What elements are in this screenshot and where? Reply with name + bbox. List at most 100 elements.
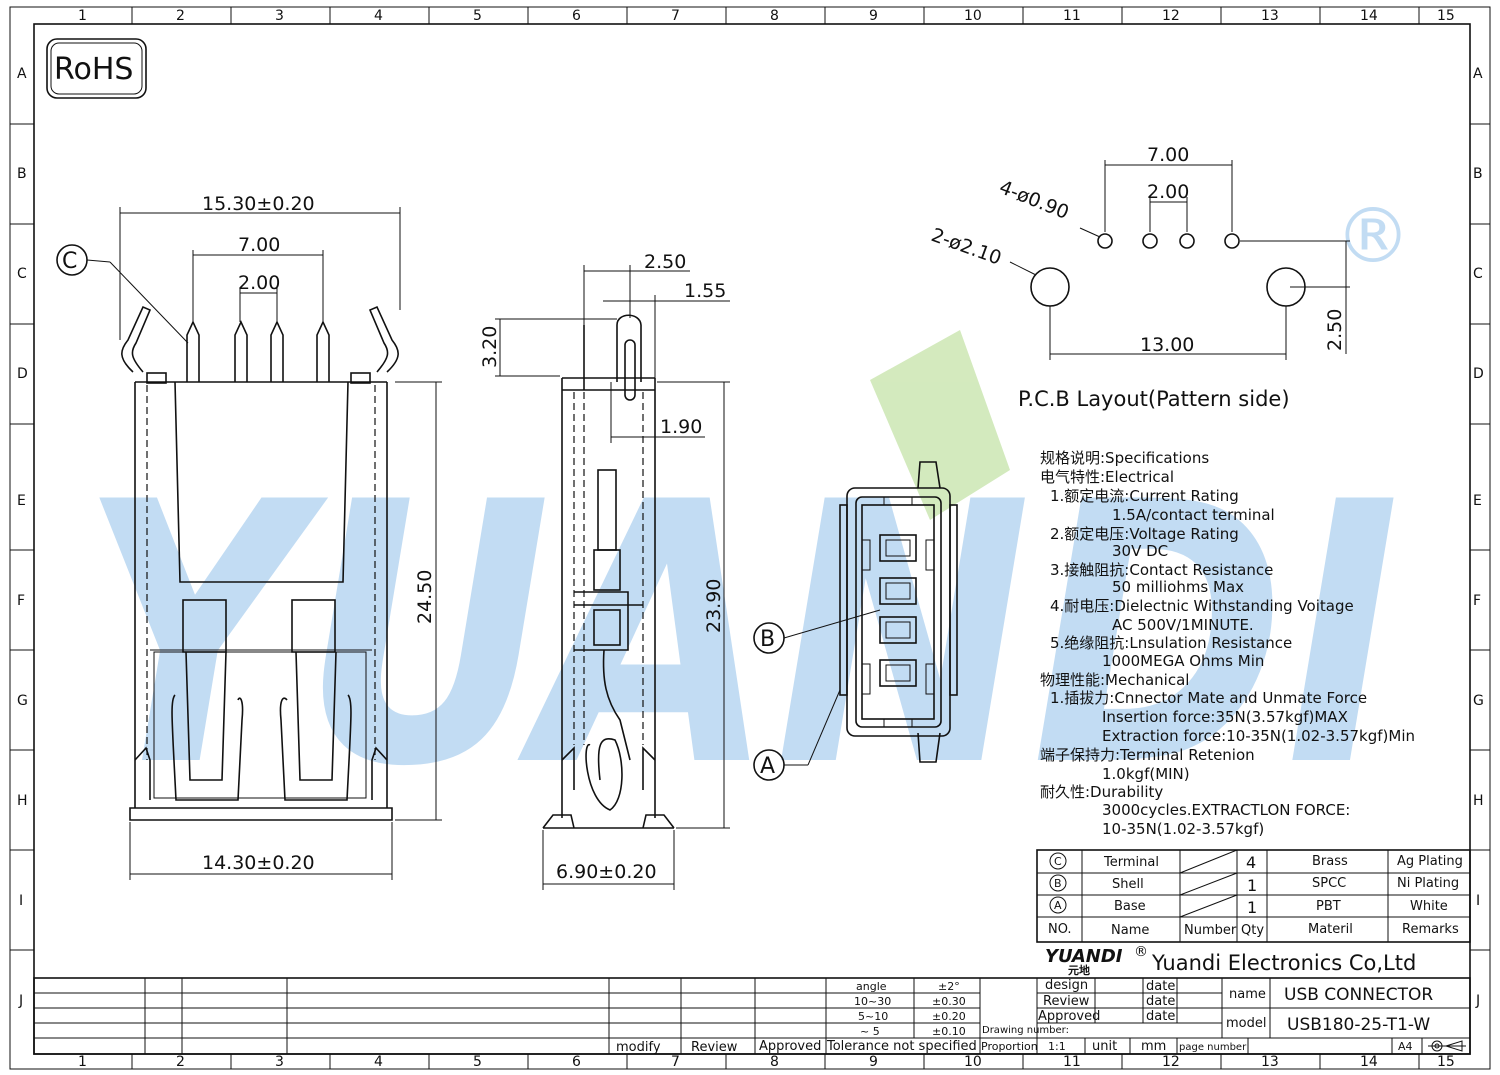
- side-view: 2.50 1.55 3.20 1.90: [479, 251, 730, 890]
- col-label: 7: [671, 1054, 680, 1070]
- row-label: D: [1473, 366, 1484, 382]
- bom-row-a: A Base 1 PBT White: [1049, 896, 1448, 917]
- spec-line: 5.绝缘阻抗:Lnsulation Resistance: [1050, 634, 1292, 652]
- bom-row-b: B Shell 1 SPCC Ni Plating: [1049, 874, 1459, 895]
- spec-line: 1.额定电流:Current Rating: [1050, 487, 1239, 505]
- spec-line: 物理性能:Mechanical: [1040, 671, 1189, 689]
- bom-header-qty: Qty: [1241, 923, 1264, 938]
- date-label: date: [1146, 979, 1175, 994]
- bom-qty: 4: [1246, 853, 1256, 872]
- bom-qty: 1: [1247, 898, 1257, 917]
- col-label: 14: [1360, 1054, 1378, 1070]
- pcb-offset: 2.50: [1324, 309, 1346, 351]
- row-label: E: [1473, 493, 1482, 509]
- bom-header: NO. Name Number Qty Materil Remarks: [1048, 922, 1459, 938]
- row-label: B: [17, 166, 27, 182]
- row-label: I: [19, 893, 23, 909]
- col-label: 5: [473, 8, 482, 24]
- bom-no: C: [1054, 855, 1062, 868]
- border-column-ticks: [131, 7, 1420, 1069]
- spec-line: 1000MEGA Ohms Min: [1102, 652, 1264, 670]
- border-row-labels: A B C D E F G H I J A B C D E F G H I J: [17, 66, 1484, 1009]
- col-label: 11: [1063, 1054, 1081, 1070]
- bom-name: Base: [1114, 899, 1146, 914]
- pcb-layout-title: P.C.B Layout(Pattern side): [1018, 387, 1290, 411]
- col-label: 9: [869, 1054, 878, 1070]
- bom-remarks: Ag Plating: [1397, 854, 1463, 869]
- tolerance-value: ±0.10: [932, 1025, 966, 1038]
- registered-mark: ®: [1335, 191, 1411, 280]
- rohs-logo: RoHS: [46, 38, 147, 99]
- revision-approved: Approved: [759, 1039, 821, 1054]
- col-label: 13: [1261, 1054, 1279, 1070]
- model-number: USB180-25-T1-W: [1287, 1015, 1430, 1035]
- revision-review: Review: [691, 1040, 738, 1055]
- dim-width-top: 15.30±0.20: [202, 193, 315, 215]
- spec-line: 1.0kgf(MIN): [1102, 765, 1190, 783]
- row-label: E: [17, 493, 26, 509]
- spec-line: 3.接触阻抗:Contact Resistance: [1050, 561, 1273, 579]
- spec-line: 30V DC: [1112, 542, 1168, 560]
- pcb-layout: 7.00 2.00 4-ø0.90 2-ø2.10 13.00 2.50 P.C…: [928, 144, 1350, 411]
- tolerance-range: 10~30: [854, 995, 891, 1008]
- col-label: 14: [1360, 8, 1378, 24]
- border-column-labels: 1 2 3 4 5 6 7 8 9 10 11 12 13 14 15 1 2 …: [78, 8, 1455, 1070]
- col-label: 6: [572, 8, 581, 24]
- bom-header-material: Materil: [1308, 922, 1353, 937]
- company-name: Yuandi Electronics Co,Ltd: [1151, 951, 1416, 975]
- col-label: 13: [1261, 8, 1279, 24]
- row-label: F: [17, 593, 25, 609]
- callout-b-label: B: [760, 627, 775, 652]
- title-block: YUANDI ® 元地 Yuandi Electronics Co,Ltd mo…: [33, 944, 1471, 1055]
- pcb-span: 13.00: [1140, 334, 1194, 356]
- col-label: 1: [78, 1054, 87, 1070]
- col-label: 9: [869, 8, 878, 24]
- col-label: 4: [374, 1054, 383, 1070]
- front-view: 15.30±0.20 7.00 2.00 C: [56, 193, 442, 880]
- col-label: 15: [1437, 8, 1455, 24]
- bom-header-number: Number: [1184, 923, 1237, 938]
- col-label: 4: [374, 8, 383, 24]
- bom-row-c: C Terminal 4 Brass Ag Plating: [1049, 852, 1463, 872]
- col-label: 5: [473, 1054, 482, 1070]
- spec-line: 1.5A/contact terminal: [1112, 506, 1275, 524]
- brand-logo-cn: 元地: [1068, 963, 1090, 977]
- pcb-small-holes: 4-ø0.90: [996, 176, 1072, 224]
- specifications: 规格说明:Specifications 电气特性:Electrical 1.额定…: [1040, 449, 1415, 838]
- spec-line: Insertion force:35N(3.57kgf)MAX: [1102, 708, 1348, 726]
- date-label: date: [1146, 994, 1175, 1009]
- tolerance-value: ±2°: [938, 980, 960, 993]
- spec-line: 规格说明:Specifications: [1040, 449, 1209, 467]
- page-number-label: page number: [1179, 1042, 1247, 1053]
- paper-size: A4: [1398, 1040, 1413, 1053]
- bom-header-name: Name: [1111, 923, 1149, 938]
- date-label: date: [1146, 1009, 1175, 1024]
- row-label: C: [1473, 266, 1483, 282]
- bom-name: Terminal: [1103, 855, 1159, 870]
- row-label: F: [1473, 593, 1481, 609]
- drawing-number-label: Drawing number:: [982, 1025, 1069, 1036]
- bom-header-no: NO.: [1048, 922, 1072, 937]
- callout-a-label: A: [760, 754, 775, 779]
- revision-labels: modify Review Approved: [616, 1039, 821, 1055]
- bom-remarks: Ni Plating: [1397, 876, 1459, 891]
- approved-label: Approved: [1038, 1009, 1100, 1024]
- callout-c-label: C: [62, 249, 77, 274]
- row-label: I: [1476, 893, 1480, 909]
- row-label: J: [1475, 993, 1480, 1009]
- tolerance-range: 5~10: [858, 1010, 888, 1023]
- row-label: H: [1473, 793, 1484, 809]
- rohs-text: RoHS: [54, 52, 133, 87]
- name-label: name: [1229, 987, 1266, 1002]
- col-label: 8: [770, 8, 779, 24]
- row-label: B: [1473, 166, 1483, 182]
- col-label: 3: [275, 8, 284, 24]
- spec-line: 2.额定电压:Voltage Rating: [1050, 525, 1239, 543]
- bom-qty: 1: [1247, 876, 1257, 895]
- dim-side-d3: 3.20: [479, 326, 501, 368]
- row-label: A: [1473, 66, 1483, 82]
- dim-height: 24.50: [414, 570, 436, 624]
- col-label: 2: [176, 8, 185, 24]
- col-label: 1: [78, 8, 87, 24]
